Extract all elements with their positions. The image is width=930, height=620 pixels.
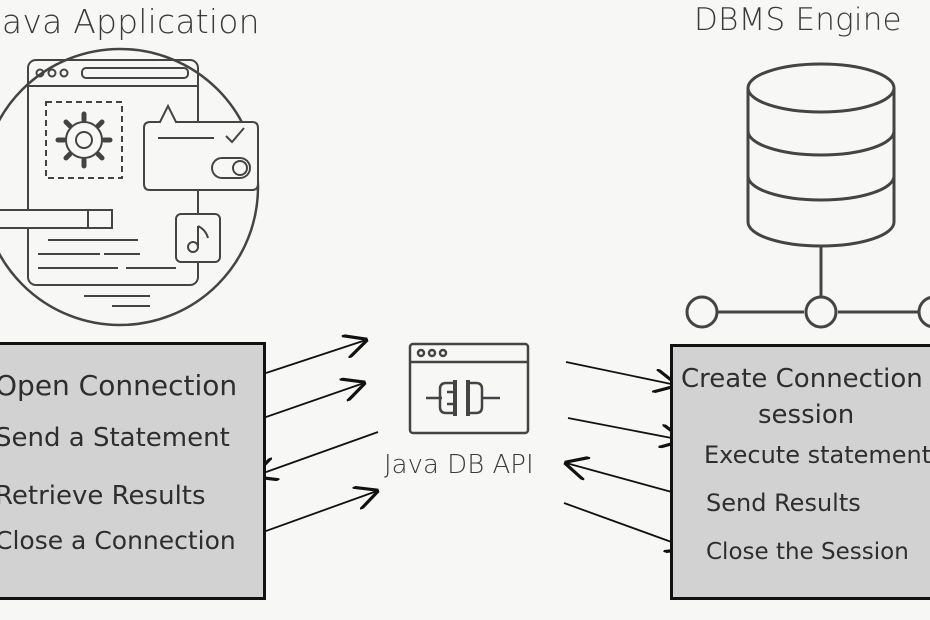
java-db-api-label: Java DB API <box>384 450 534 480</box>
java-application-box: Open Connection Send a Statement Retriev… <box>0 342 266 600</box>
step-close-connection: Close a Connection <box>0 526 236 555</box>
arrow-retrieve-results <box>255 431 379 476</box>
dbms-engine-box: Create Connection session Execute statem… <box>670 344 930 600</box>
step-retrieve-results: Retrieve Results <box>0 481 206 511</box>
database-cylinder-icon <box>685 62 930 329</box>
java-app-illustration-icon <box>0 47 260 327</box>
step-send-statement: Send a Statement <box>0 423 230 453</box>
step-send-results: Send Results <box>706 489 861 517</box>
arrow-open-connection <box>265 340 366 374</box>
step-create-connection: Create Connection <box>681 364 923 394</box>
step-close-session: Close the Session <box>706 539 909 565</box>
music-note-icon <box>187 225 209 253</box>
step-execute-statement: Execute statement <box>704 441 930 469</box>
arrow-close-connection <box>251 491 377 537</box>
arrow-execute-statement <box>567 417 682 440</box>
step-open-connection: Open Connection <box>0 369 238 402</box>
arrow-close-session <box>563 502 688 548</box>
dbms-engine-title: DBMS Engine <box>694 2 902 38</box>
arrow-send-results <box>566 463 691 498</box>
arrow-create-connection <box>565 361 676 385</box>
java-application-title: Java Application <box>0 2 260 41</box>
gear-icon <box>55 111 113 169</box>
plug-connector-icon <box>408 342 530 435</box>
step-session: session <box>758 400 855 430</box>
